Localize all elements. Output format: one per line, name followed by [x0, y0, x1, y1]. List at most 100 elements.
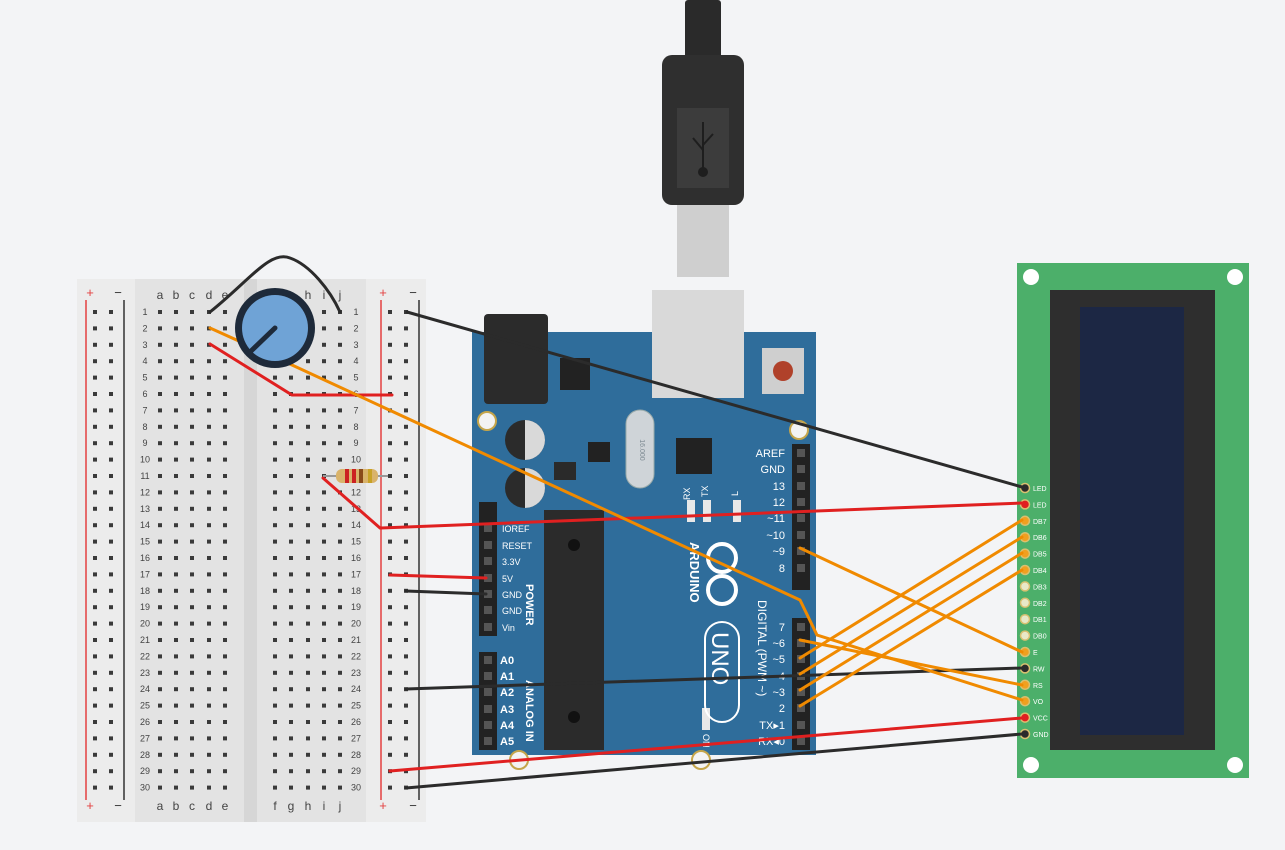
- bb-rail-hole[interactable]: [109, 785, 113, 790]
- bb-rail-hole[interactable]: [93, 474, 97, 478]
- bb-hole[interactable]: [338, 539, 342, 544]
- bb-hole[interactable]: [338, 638, 342, 642]
- bb-hole[interactable]: [306, 523, 310, 528]
- bb-hole[interactable]: [338, 523, 342, 528]
- digital-pin[interactable]: [797, 704, 805, 712]
- bb-rail-hole[interactable]: [388, 736, 392, 741]
- bb-rail-hole[interactable]: [388, 490, 392, 495]
- bb-rail-hole[interactable]: [93, 490, 97, 495]
- bb-rail-hole[interactable]: [93, 441, 97, 446]
- bb-hole[interactable]: [289, 457, 293, 462]
- bb-hole[interactable]: [322, 687, 326, 692]
- bb-hole[interactable]: [306, 621, 310, 626]
- bb-rail-hole[interactable]: [388, 310, 392, 314]
- bb-hole[interactable]: [174, 539, 178, 544]
- bb-rail-hole[interactable]: [388, 326, 392, 331]
- bb-hole[interactable]: [223, 539, 227, 544]
- bb-hole[interactable]: [207, 621, 211, 626]
- bb-rail-hole[interactable]: [388, 687, 392, 692]
- bb-hole[interactable]: [223, 703, 227, 708]
- analog-pin[interactable]: [484, 656, 492, 664]
- bb-rail-hole[interactable]: [93, 539, 97, 544]
- lcd-pin[interactable]: [1019, 613, 1031, 625]
- bb-hole[interactable]: [289, 556, 293, 560]
- bb-hole[interactable]: [158, 474, 162, 478]
- bb-rail-hole[interactable]: [109, 523, 113, 528]
- bb-hole[interactable]: [174, 752, 178, 757]
- bb-rail-hole[interactable]: [93, 769, 97, 774]
- bb-hole[interactable]: [190, 408, 194, 413]
- bb-hole[interactable]: [338, 621, 342, 626]
- power-pin[interactable]: [484, 557, 492, 565]
- bb-hole[interactable]: [190, 769, 194, 774]
- bb-hole[interactable]: [289, 687, 293, 692]
- bb-hole[interactable]: [289, 408, 293, 413]
- bb-hole[interactable]: [207, 638, 211, 642]
- bb-hole[interactable]: [289, 621, 293, 626]
- bb-hole[interactable]: [174, 605, 178, 610]
- lcd-pin[interactable]: [1019, 581, 1031, 592]
- bb-hole[interactable]: [338, 654, 342, 659]
- bb-hole[interactable]: [174, 342, 178, 347]
- bb-hole[interactable]: [158, 375, 162, 380]
- bb-hole[interactable]: [223, 752, 227, 757]
- bb-hole[interactable]: [190, 588, 194, 593]
- bb-hole[interactable]: [190, 752, 194, 757]
- bb-hole[interactable]: [306, 752, 310, 757]
- power-pin[interactable]: [484, 623, 492, 631]
- bb-hole[interactable]: [223, 638, 227, 642]
- bb-hole[interactable]: [223, 654, 227, 659]
- bb-hole[interactable]: [174, 408, 178, 413]
- digital-pin[interactable]: [797, 623, 805, 631]
- bb-rail-hole[interactable]: [109, 506, 113, 511]
- bb-hole[interactable]: [174, 457, 178, 462]
- bb-hole[interactable]: [322, 654, 326, 659]
- bb-hole[interactable]: [158, 539, 162, 544]
- bb-hole[interactable]: [207, 556, 211, 560]
- bb-hole[interactable]: [207, 457, 211, 462]
- bb-hole[interactable]: [223, 490, 227, 495]
- bb-hole[interactable]: [322, 785, 326, 790]
- power-pin[interactable]: [484, 606, 492, 614]
- bb-hole[interactable]: [338, 703, 342, 708]
- bb-hole[interactable]: [223, 342, 227, 347]
- bb-rail-hole[interactable]: [404, 670, 408, 675]
- bb-rail-hole[interactable]: [93, 588, 97, 593]
- bb-hole[interactable]: [223, 523, 227, 528]
- bb-rail-hole[interactable]: [404, 654, 408, 659]
- analog-pin[interactable]: [484, 737, 492, 745]
- bb-rail-hole[interactable]: [93, 392, 97, 396]
- bb-hole[interactable]: [273, 588, 277, 593]
- bb-rail-hole[interactable]: [388, 621, 392, 626]
- bb-hole[interactable]: [207, 523, 211, 528]
- bb-hole[interactable]: [223, 687, 227, 692]
- bb-rail-hole[interactable]: [93, 638, 97, 642]
- bb-rail-hole[interactable]: [404, 523, 408, 528]
- bb-hole[interactable]: [174, 785, 178, 790]
- bb-rail-hole[interactable]: [93, 720, 97, 724]
- bb-hole[interactable]: [322, 670, 326, 675]
- bb-rail-hole[interactable]: [109, 654, 113, 659]
- bb-hole[interactable]: [338, 424, 342, 429]
- bb-rail-hole[interactable]: [93, 736, 97, 741]
- bb-hole[interactable]: [158, 720, 162, 724]
- bb-rail-hole[interactable]: [93, 605, 97, 610]
- bb-hole[interactable]: [207, 785, 211, 790]
- bb-hole[interactable]: [273, 687, 277, 692]
- bb-hole[interactable]: [306, 588, 310, 593]
- bb-hole[interactable]: [289, 670, 293, 675]
- digital-pin[interactable]: [797, 482, 805, 490]
- bb-rail-hole[interactable]: [388, 506, 392, 511]
- bb-hole[interactable]: [273, 785, 277, 790]
- power-pin[interactable]: [484, 541, 492, 549]
- bb-hole[interactable]: [190, 523, 194, 528]
- bb-rail-hole[interactable]: [388, 785, 392, 790]
- bb-rail-hole[interactable]: [109, 605, 113, 610]
- bb-rail-hole[interactable]: [404, 408, 408, 413]
- bb-hole[interactable]: [174, 588, 178, 593]
- bb-rail-hole[interactable]: [404, 769, 408, 774]
- bb-rail-hole[interactable]: [109, 556, 113, 560]
- bb-hole[interactable]: [207, 654, 211, 659]
- bb-hole[interactable]: [338, 605, 342, 610]
- bb-hole[interactable]: [174, 556, 178, 560]
